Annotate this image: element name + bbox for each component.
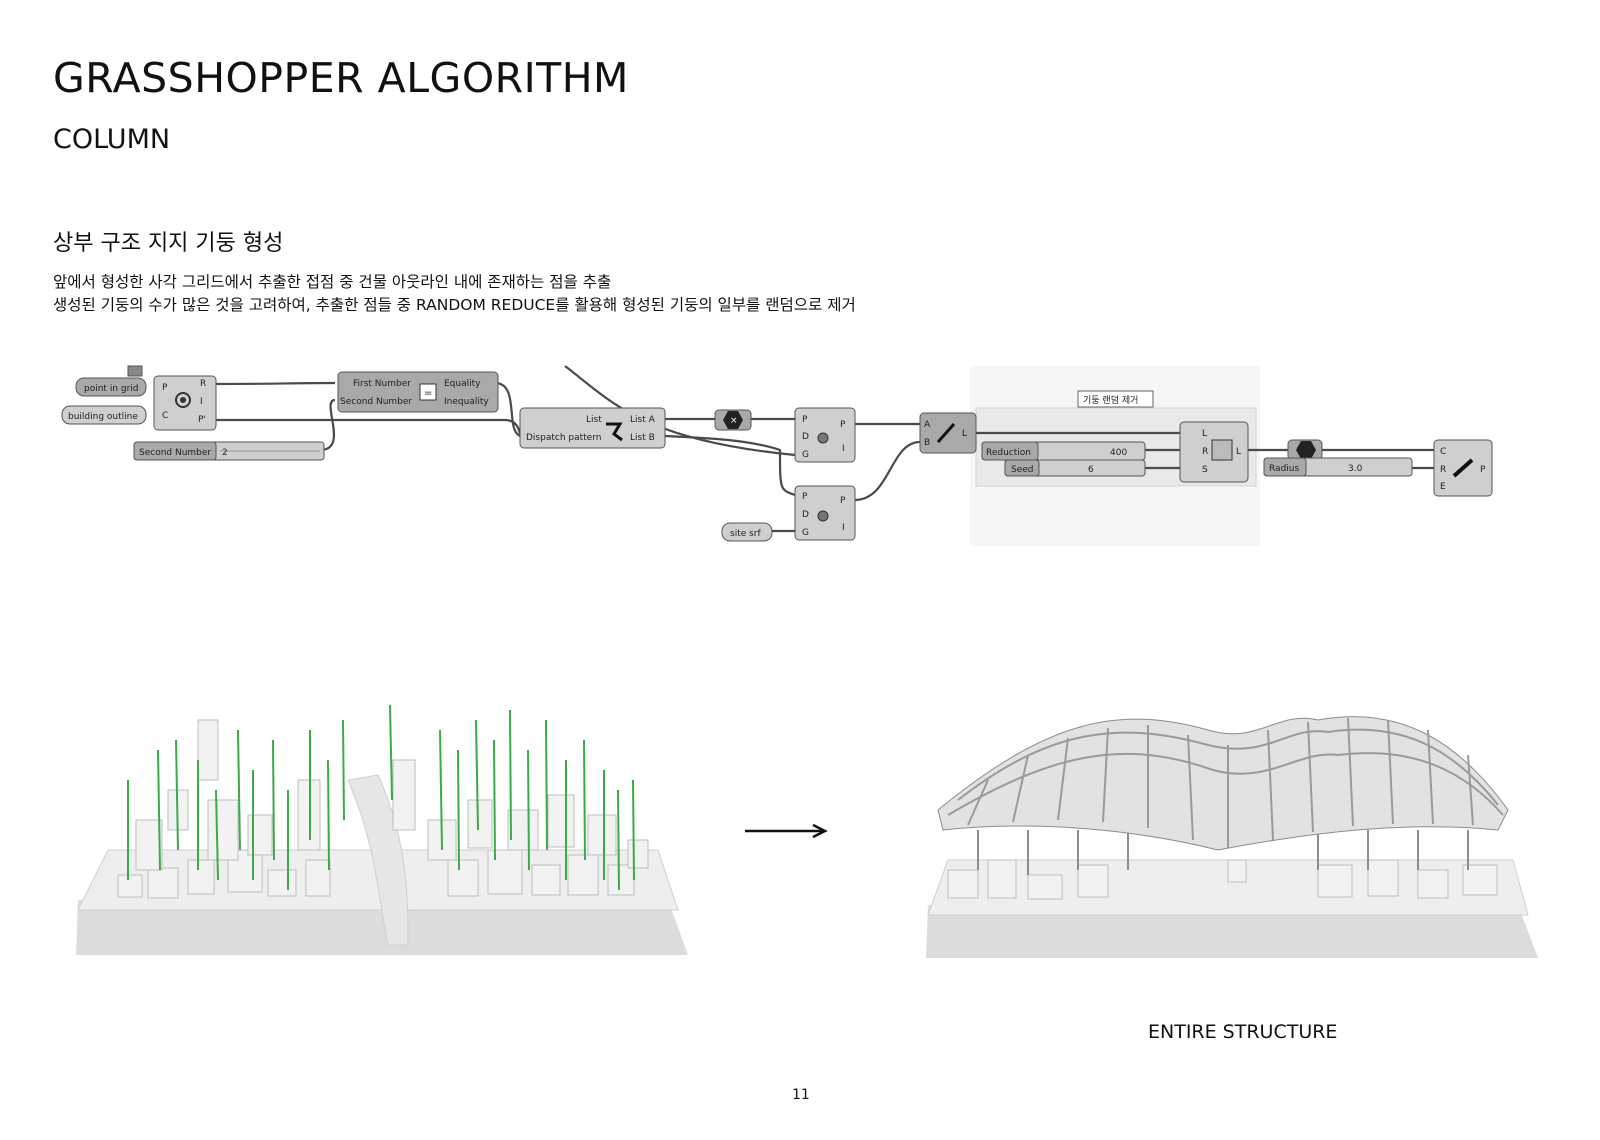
- slider-radius-label: Radius: [1269, 464, 1299, 474]
- eq-inequality: Inequality: [444, 397, 489, 407]
- grasshopper-definition: point in grid building outline P C R I P…: [50, 360, 1550, 560]
- dispatch-list-b: List B: [630, 433, 655, 443]
- caption-entire-structure: ENTIRE STRUCTURE: [1148, 1021, 1338, 1043]
- pull2-p: P: [802, 492, 808, 502]
- pull2-out-p: P: [840, 496, 846, 506]
- pipe-e: E: [1440, 482, 1446, 492]
- pull1-out-p: P: [840, 420, 846, 430]
- equality-icon: =: [424, 388, 432, 399]
- pipe-r: R: [1440, 465, 1446, 475]
- section-title: 상부 구조 지지 기둥 형성: [53, 231, 284, 256]
- pull1-g: G: [802, 450, 809, 460]
- pull2-g: G: [802, 528, 809, 538]
- line-l: L: [962, 429, 967, 439]
- param-building-outline[interactable]: building outline: [68, 412, 138, 422]
- dispatch-pattern: Dispatch pattern: [526, 433, 601, 443]
- pull1-p: P: [802, 415, 808, 425]
- arrow-right-icon: [745, 823, 829, 839]
- slider-second-number-label: Second Number: [139, 448, 211, 458]
- slider-seed-value[interactable]: 6: [1088, 465, 1094, 475]
- pull2-d: D: [802, 510, 809, 520]
- slider-seed-label: Seed: [1011, 465, 1034, 475]
- cull-icon: [723, 411, 743, 429]
- param-point-in-grid[interactable]: point in grid: [84, 384, 139, 394]
- pic-port-r: R: [200, 379, 206, 389]
- reduce-l: L: [1202, 429, 1207, 439]
- pic-port-i: I: [200, 397, 203, 407]
- page-subtitle: COLUMN: [53, 124, 171, 155]
- annotation-random-remove: 기둥 랜덤 제거: [1083, 394, 1138, 406]
- eq-equality: Equality: [444, 379, 481, 389]
- slider-reduction-label: Reduction: [986, 448, 1031, 458]
- eq-second-number: Second Number: [340, 397, 412, 407]
- roof-grid: [947, 717, 1504, 848]
- param-site-srf[interactable]: site srf: [730, 529, 762, 539]
- reduce-out-l: L: [1236, 447, 1241, 457]
- eq-first-number: First Number: [353, 379, 411, 389]
- svg-text:×: ×: [730, 416, 738, 426]
- dispatch-list: List: [586, 415, 602, 425]
- pull2-out-i: I: [842, 523, 845, 533]
- description-line-1: 앞에서 형성한 사각 그리드에서 추출한 접점 중 건물 아웃라인 내에 존재하…: [53, 273, 612, 291]
- pipe-p: P: [1480, 465, 1486, 475]
- page-title: GRASSHOPPER ALGORITHM: [53, 54, 629, 102]
- pic-port-p: P: [162, 383, 168, 393]
- pic-port-c: C: [162, 411, 168, 421]
- column-lines: [127, 704, 635, 891]
- reduce-s: S: [1202, 465, 1208, 475]
- slider-reduction-value[interactable]: 400: [1110, 448, 1127, 458]
- line-b: B: [924, 438, 930, 448]
- entire-structure-render: [898, 700, 1558, 980]
- line-a: A: [924, 420, 931, 430]
- pull1-out-i: I: [842, 444, 845, 454]
- pipe-c: C: [1440, 447, 1446, 457]
- reduce-r: R: [1202, 447, 1208, 457]
- page-number: 11: [792, 1087, 810, 1103]
- pull1-d: D: [802, 432, 809, 442]
- site-columns-render: [48, 700, 708, 980]
- dispatch-list-a: List A: [630, 415, 656, 425]
- pic-port-p2: P': [198, 415, 206, 425]
- slider-radius-value[interactable]: 3.0: [1348, 464, 1363, 474]
- description-line-2: 생성된 기둥의 수가 많은 것을 고려하여, 추출한 점들 중 RANDOM R…: [53, 296, 856, 314]
- slider-second-number-value[interactable]: 2: [222, 448, 228, 458]
